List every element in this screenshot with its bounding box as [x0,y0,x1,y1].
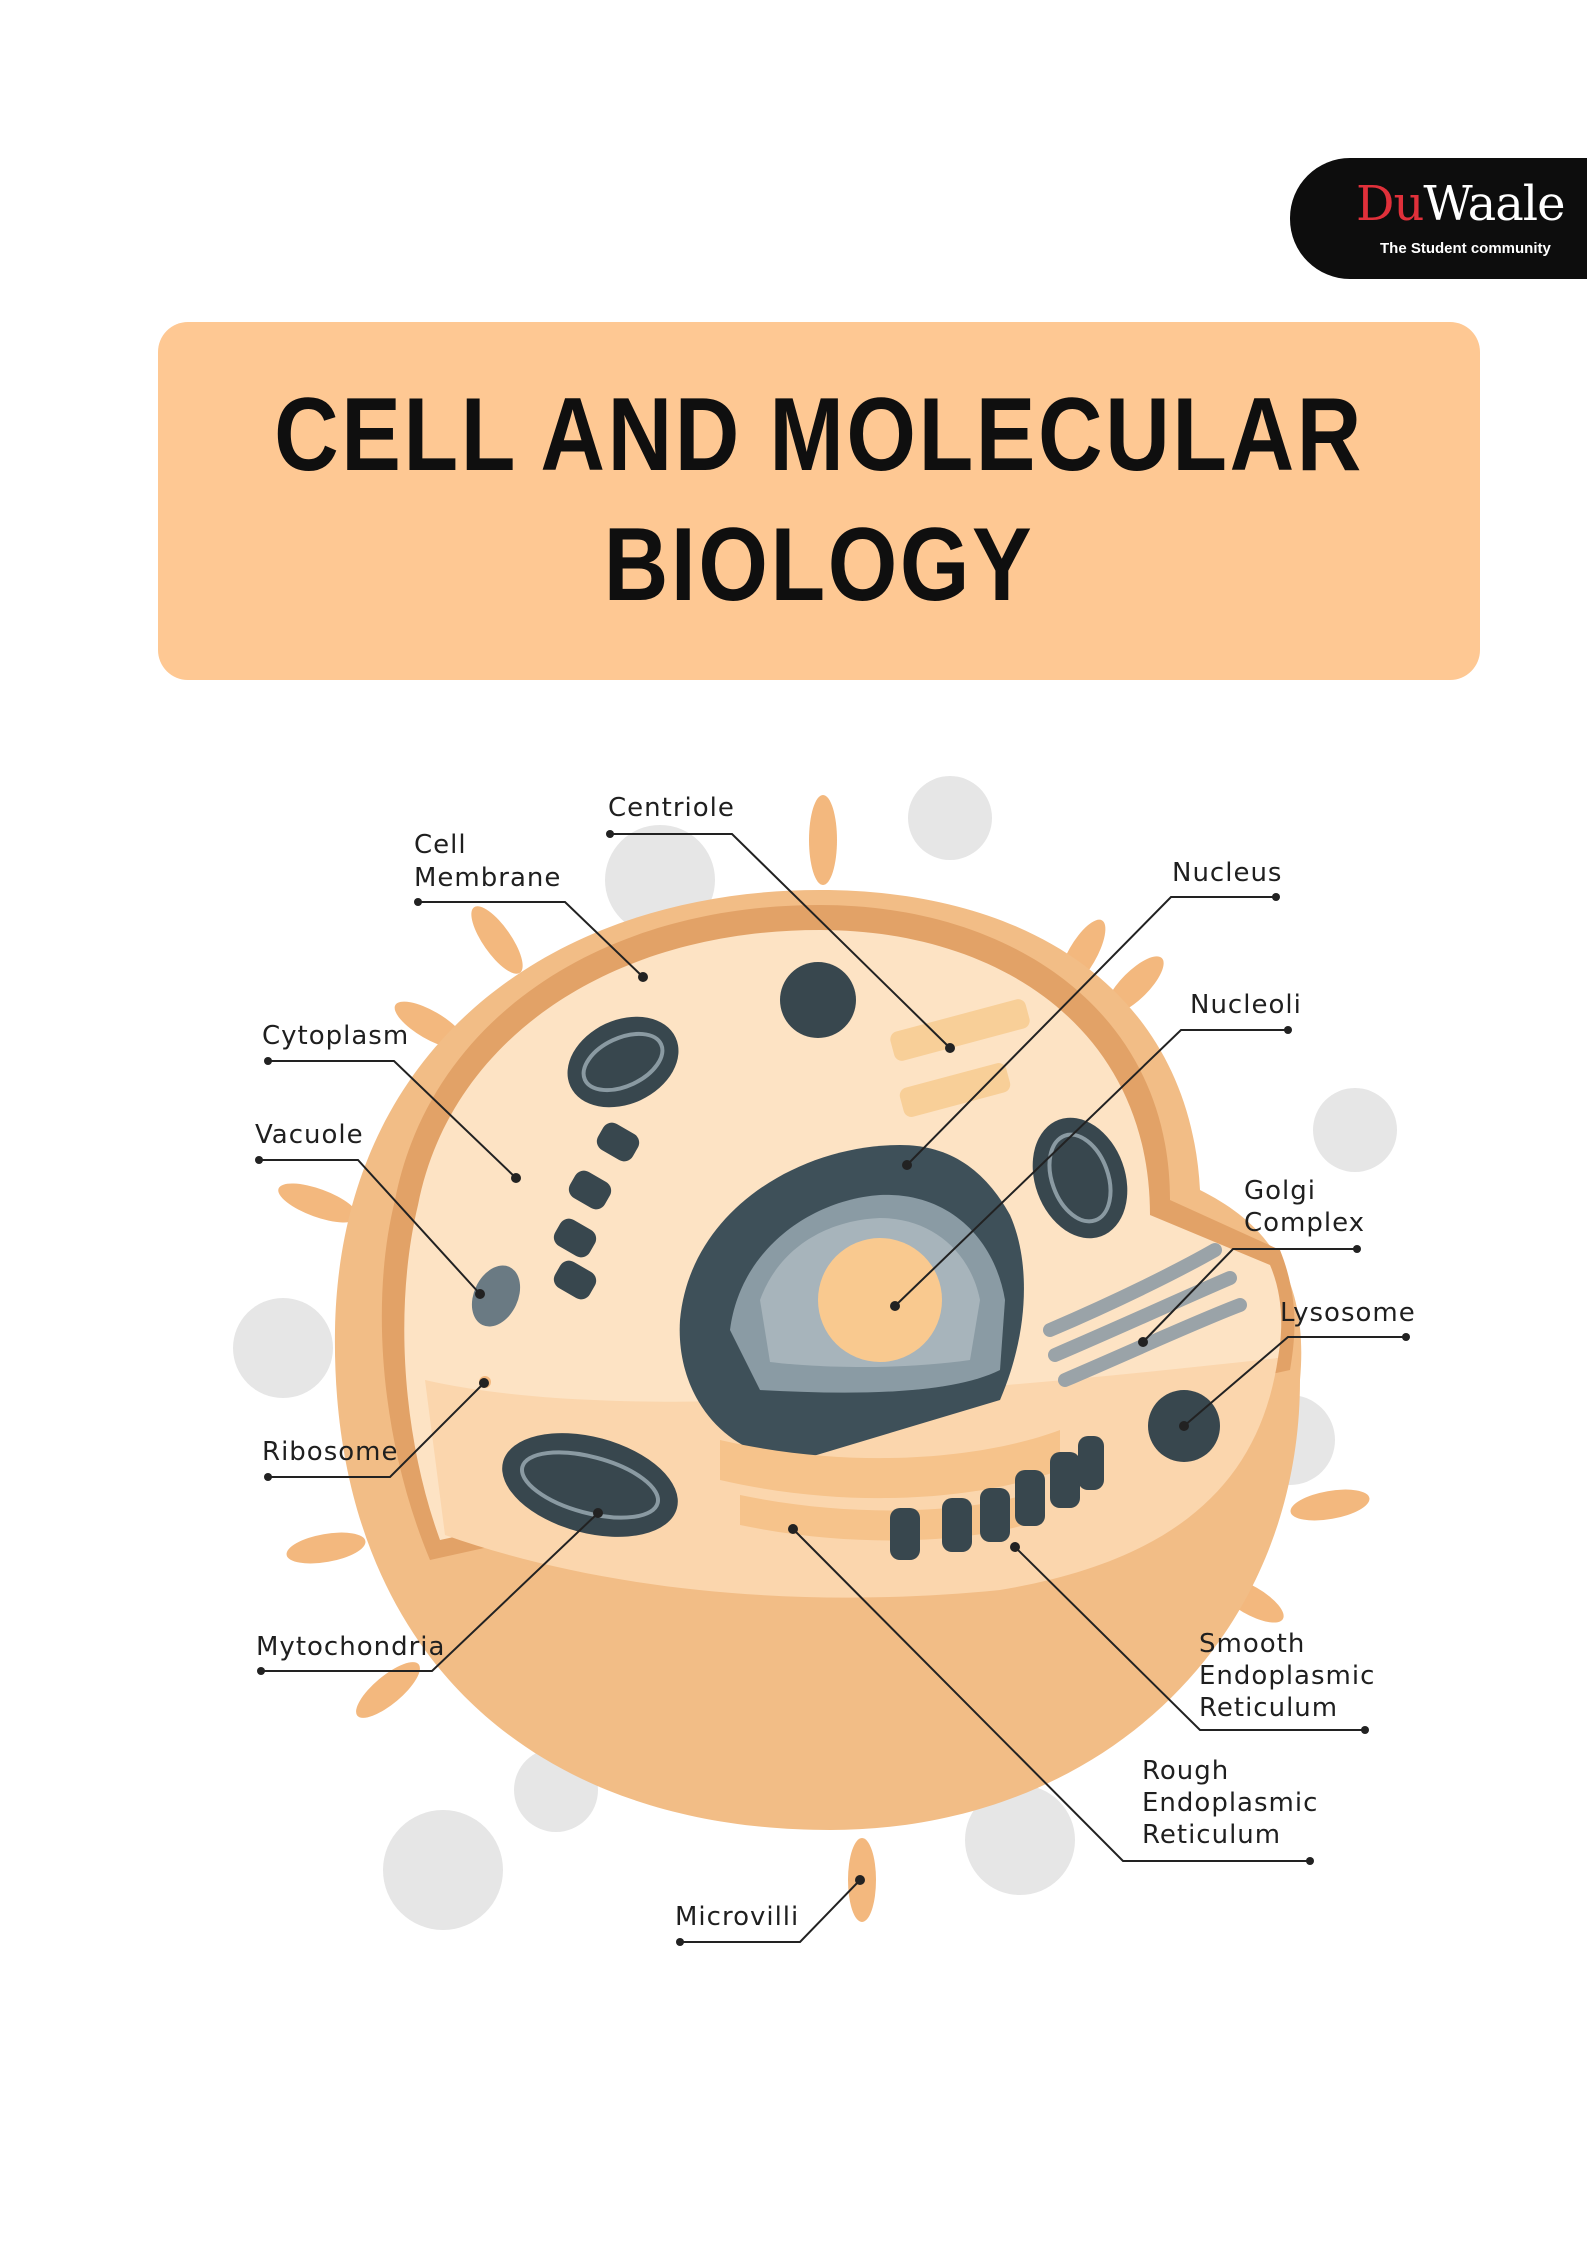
title-line-1: Cell and Molecular [274,377,1364,493]
leader-lines [259,833,1406,1943]
vacuole-body [471,1265,521,1327]
nucleolus [818,1238,942,1362]
title-banner: Cell and Molecular biology [158,322,1480,680]
label-cell-membrane-2: Membrane [414,863,561,893]
label-mytochondria: Mytochondria [256,1632,445,1662]
label-nucleus: Nucleus [1172,858,1282,888]
label-rough-er-2: Endoplasmic [1142,1788,1318,1818]
label-ribosome: Ribosome [262,1437,398,1467]
label-cell-membrane-1: Cell [414,830,467,860]
label-rough-er-3: Reticulum [1142,1820,1281,1850]
logo-waale: Waale [1423,176,1565,232]
label-cytoplasm: Cytoplasm [262,1021,409,1051]
label-smooth-er-2: Endoplasmic [1199,1661,1375,1691]
label-golgi-2: Complex [1244,1208,1365,1238]
leader-dots [255,830,1410,1946]
label-lysosome: Lysosome [1280,1298,1416,1328]
centriole-body [890,999,1030,1117]
duwaale-logo: DuWaale The Student community [1290,158,1587,279]
label-rough-er-1: Rough [1142,1756,1229,1786]
label-vacuole: Vacuole [255,1120,364,1150]
label-golgi-1: Golgi [1244,1176,1316,1206]
nucleus [679,1145,1024,1460]
title-line-2: biology [603,507,1035,623]
logo-du: Du [1356,176,1424,232]
golgi-complex [1043,1243,1247,1387]
logo-wordmark: DuWaale [1356,176,1566,232]
label-microvilli: Microvilli [675,1902,799,1932]
label-smooth-er-1: Smooth [1199,1629,1305,1659]
logo-tagline: The Student community [1380,240,1551,257]
mitochondria [502,1016,1128,1537]
label-smooth-er-3: Reticulum [1199,1693,1338,1723]
smooth-er-tubes [553,1122,1104,1560]
label-nucleoli: Nucleoli [1190,990,1302,1020]
dark-vesicle [780,962,856,1038]
label-centriole: Centriole [608,793,735,823]
